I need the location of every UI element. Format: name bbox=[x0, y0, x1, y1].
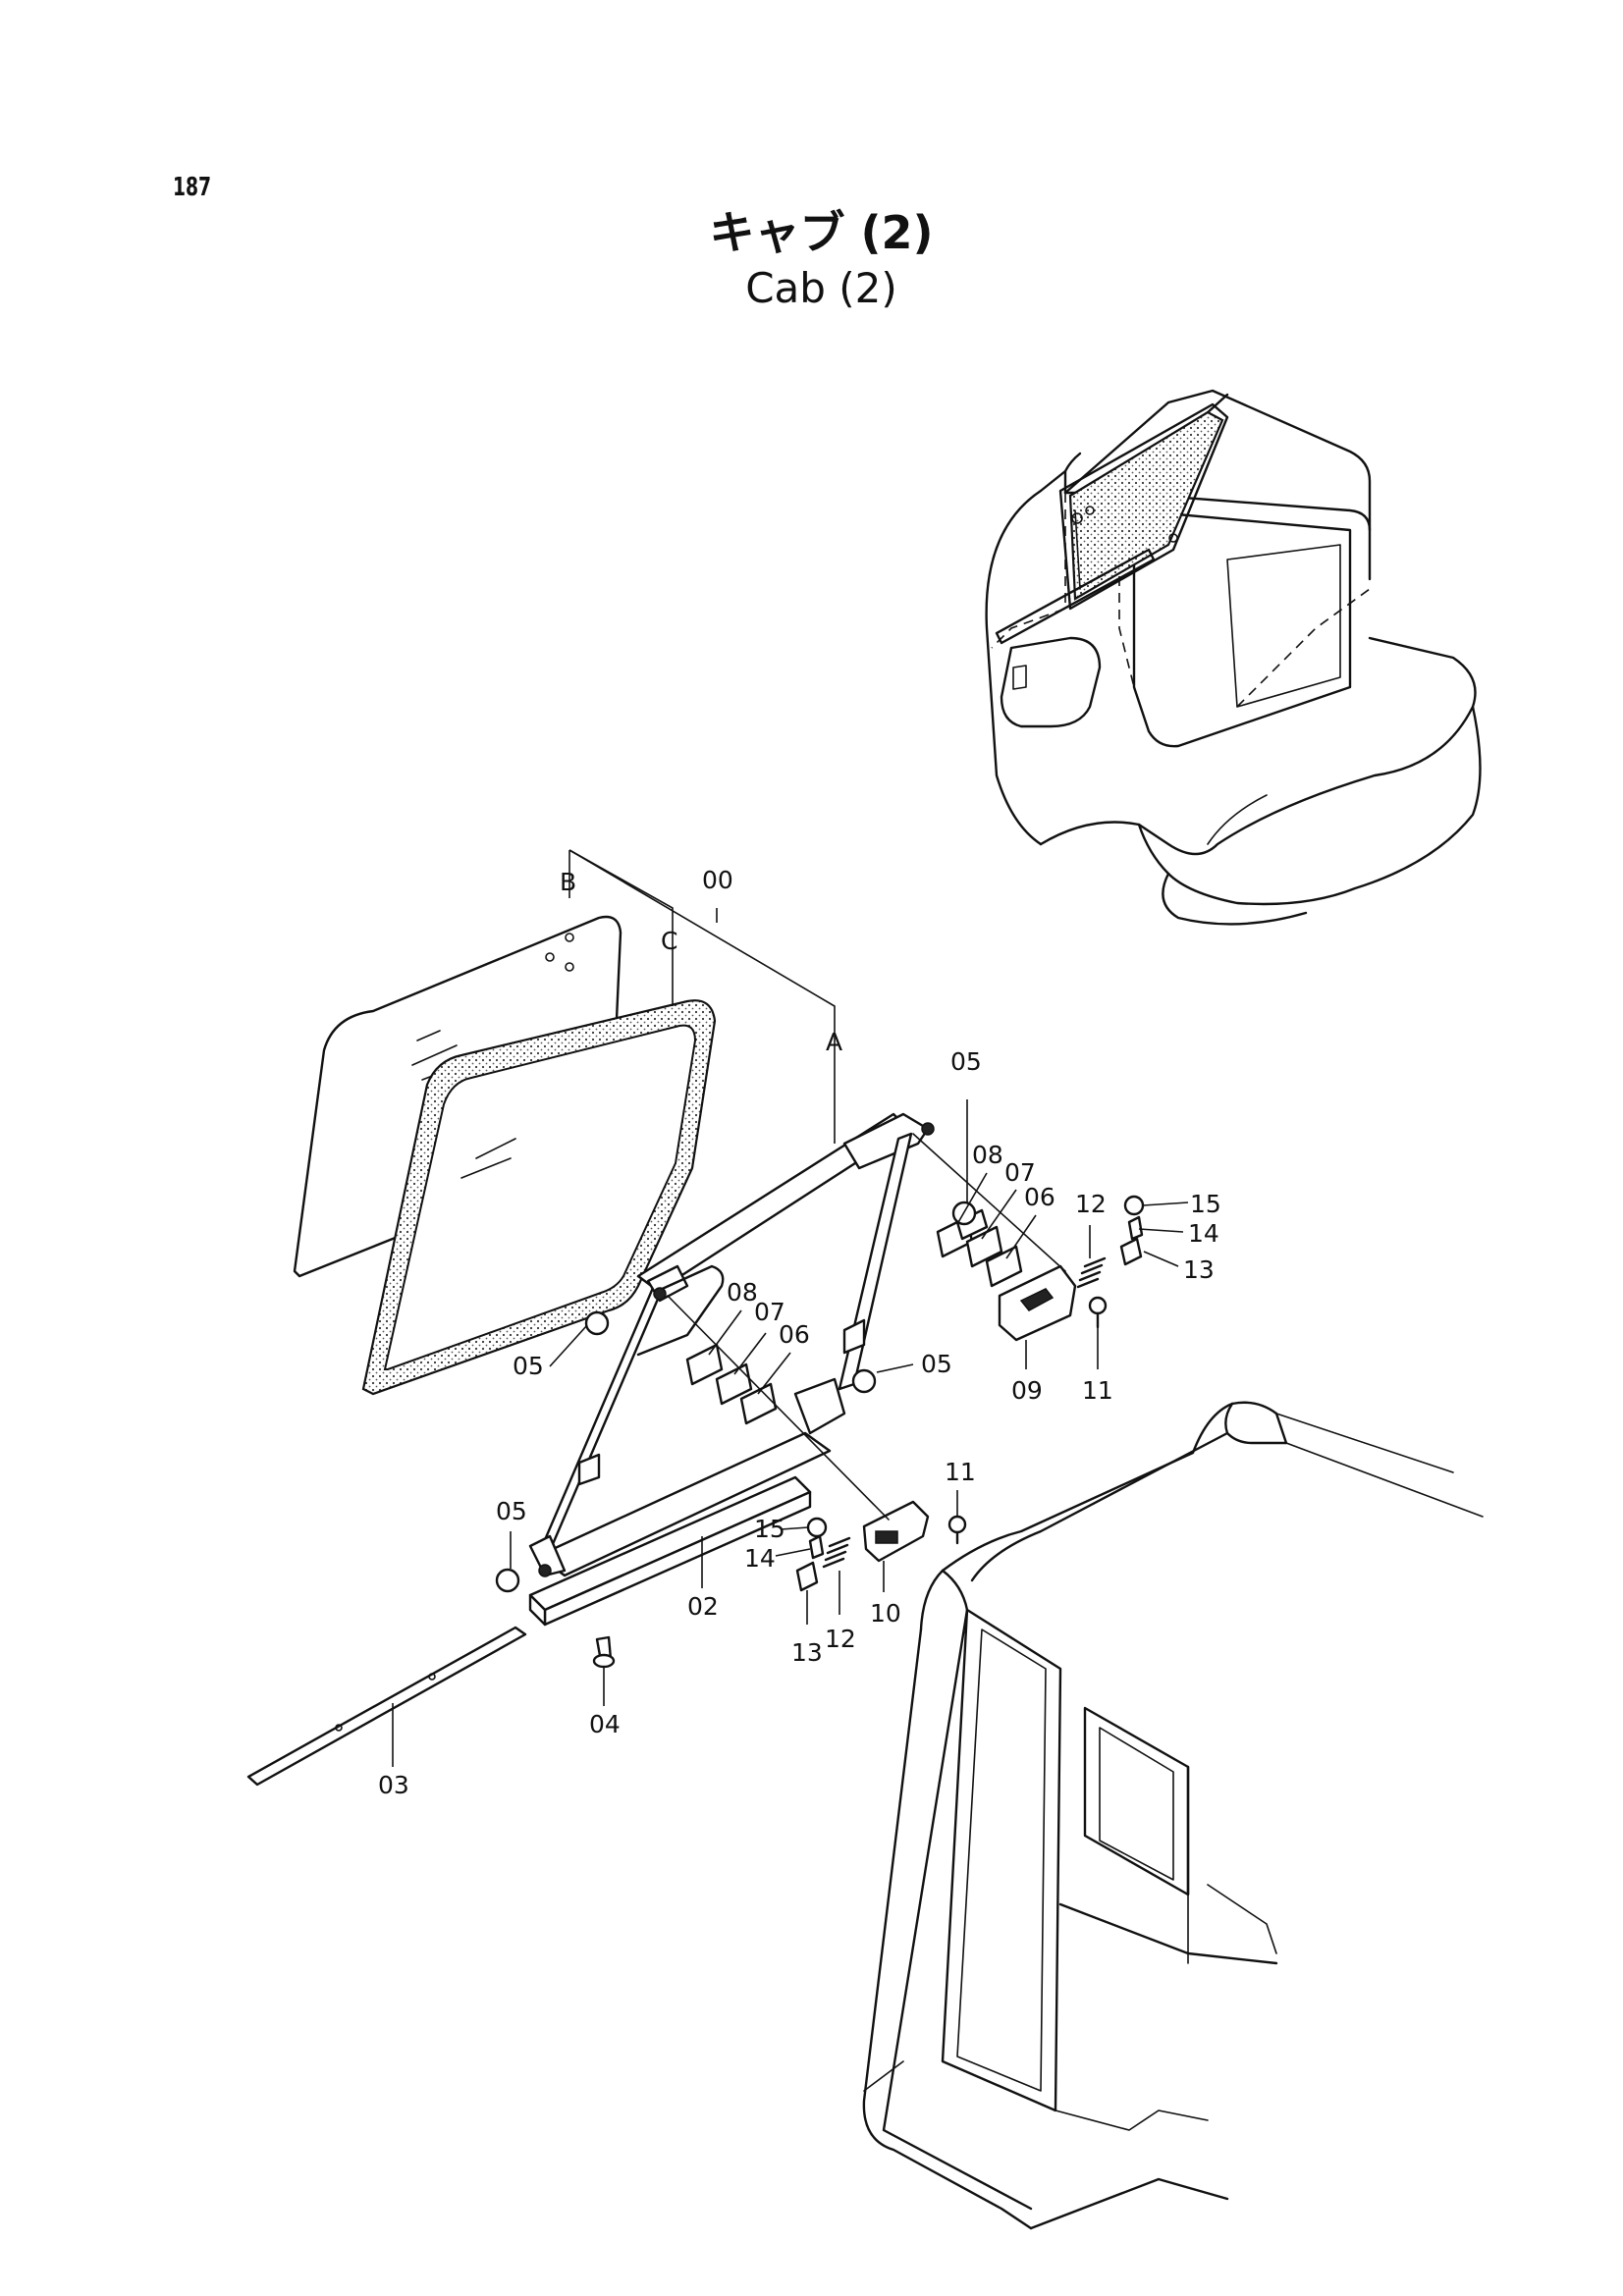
callout-C: C bbox=[661, 927, 677, 955]
callout-06-upper: 06 bbox=[1024, 1183, 1055, 1211]
callout-07-upper: 07 bbox=[1004, 1158, 1036, 1187]
part-seal-C bbox=[361, 999, 717, 1396]
screw-11-upper bbox=[1088, 1296, 1108, 1329]
callout-B: B bbox=[560, 868, 576, 896]
callout-08-upper: 08 bbox=[972, 1141, 1003, 1169]
callout-11-upper: 11 bbox=[1082, 1376, 1113, 1405]
cab-overview-illustration bbox=[985, 389, 1482, 926]
callout-A: A bbox=[826, 1028, 842, 1056]
callout-07-lower: 07 bbox=[754, 1298, 785, 1326]
callout-12-lower: 12 bbox=[825, 1625, 856, 1653]
part-frame-A bbox=[528, 1112, 935, 1577]
callout-05-right: 05 bbox=[921, 1350, 952, 1378]
pin-set-lower bbox=[795, 1517, 828, 1592]
part-rail-02 bbox=[528, 1475, 812, 1627]
part-handle-10 bbox=[862, 1500, 930, 1563]
callout-13-upper: 13 bbox=[1183, 1255, 1215, 1284]
screw-11-lower bbox=[947, 1515, 967, 1545]
pin-set-upper bbox=[1119, 1195, 1145, 1266]
callout-03: 03 bbox=[378, 1771, 409, 1799]
page-number: 187 bbox=[173, 173, 212, 202]
callout-14-lower: 14 bbox=[744, 1544, 776, 1573]
callout-14-upper: 14 bbox=[1188, 1219, 1219, 1248]
spacer-set-upper bbox=[936, 1208, 1023, 1288]
callout-05-left: 05 bbox=[513, 1352, 544, 1380]
callout-13-lower: 13 bbox=[791, 1638, 823, 1667]
leader-lines bbox=[392, 849, 1189, 1767]
callout-08-lower: 08 bbox=[727, 1278, 758, 1307]
callout-05-top: 05 bbox=[950, 1047, 982, 1076]
spring-12-upper bbox=[1076, 1256, 1107, 1289]
spacer-set-lower bbox=[685, 1343, 778, 1425]
cab-frame-illustration bbox=[862, 1401, 1484, 2230]
callout-labels: 00 B C A 05 08 07 06 12 15 14 13 09 11 0… bbox=[378, 866, 1221, 1799]
callout-15-upper: 15 bbox=[1190, 1190, 1221, 1218]
part-strip-03 bbox=[246, 1626, 527, 1787]
callout-02: 02 bbox=[687, 1592, 719, 1621]
callout-10: 10 bbox=[870, 1599, 901, 1628]
part-bolt-04 bbox=[592, 1635, 616, 1669]
callout-09: 09 bbox=[1011, 1376, 1043, 1405]
callout-12-upper: 12 bbox=[1075, 1190, 1107, 1218]
callout-15-lower: 15 bbox=[754, 1515, 785, 1543]
callout-00: 00 bbox=[702, 866, 733, 894]
callout-04: 04 bbox=[589, 1710, 621, 1738]
nut-05-left bbox=[584, 1310, 610, 1336]
title-japanese: キャブ (2) bbox=[709, 206, 934, 259]
callout-05-bottom: 05 bbox=[496, 1497, 527, 1525]
nut-05-bottom bbox=[495, 1568, 520, 1593]
callout-11-lower: 11 bbox=[945, 1458, 976, 1486]
callout-06-lower: 06 bbox=[779, 1320, 810, 1349]
nut-05-right bbox=[851, 1368, 877, 1394]
title-english: Cab (2) bbox=[745, 264, 897, 312]
spring-12-lower bbox=[822, 1536, 851, 1569]
page-title: キャブ (2) Cab (2) bbox=[0, 204, 1623, 316]
